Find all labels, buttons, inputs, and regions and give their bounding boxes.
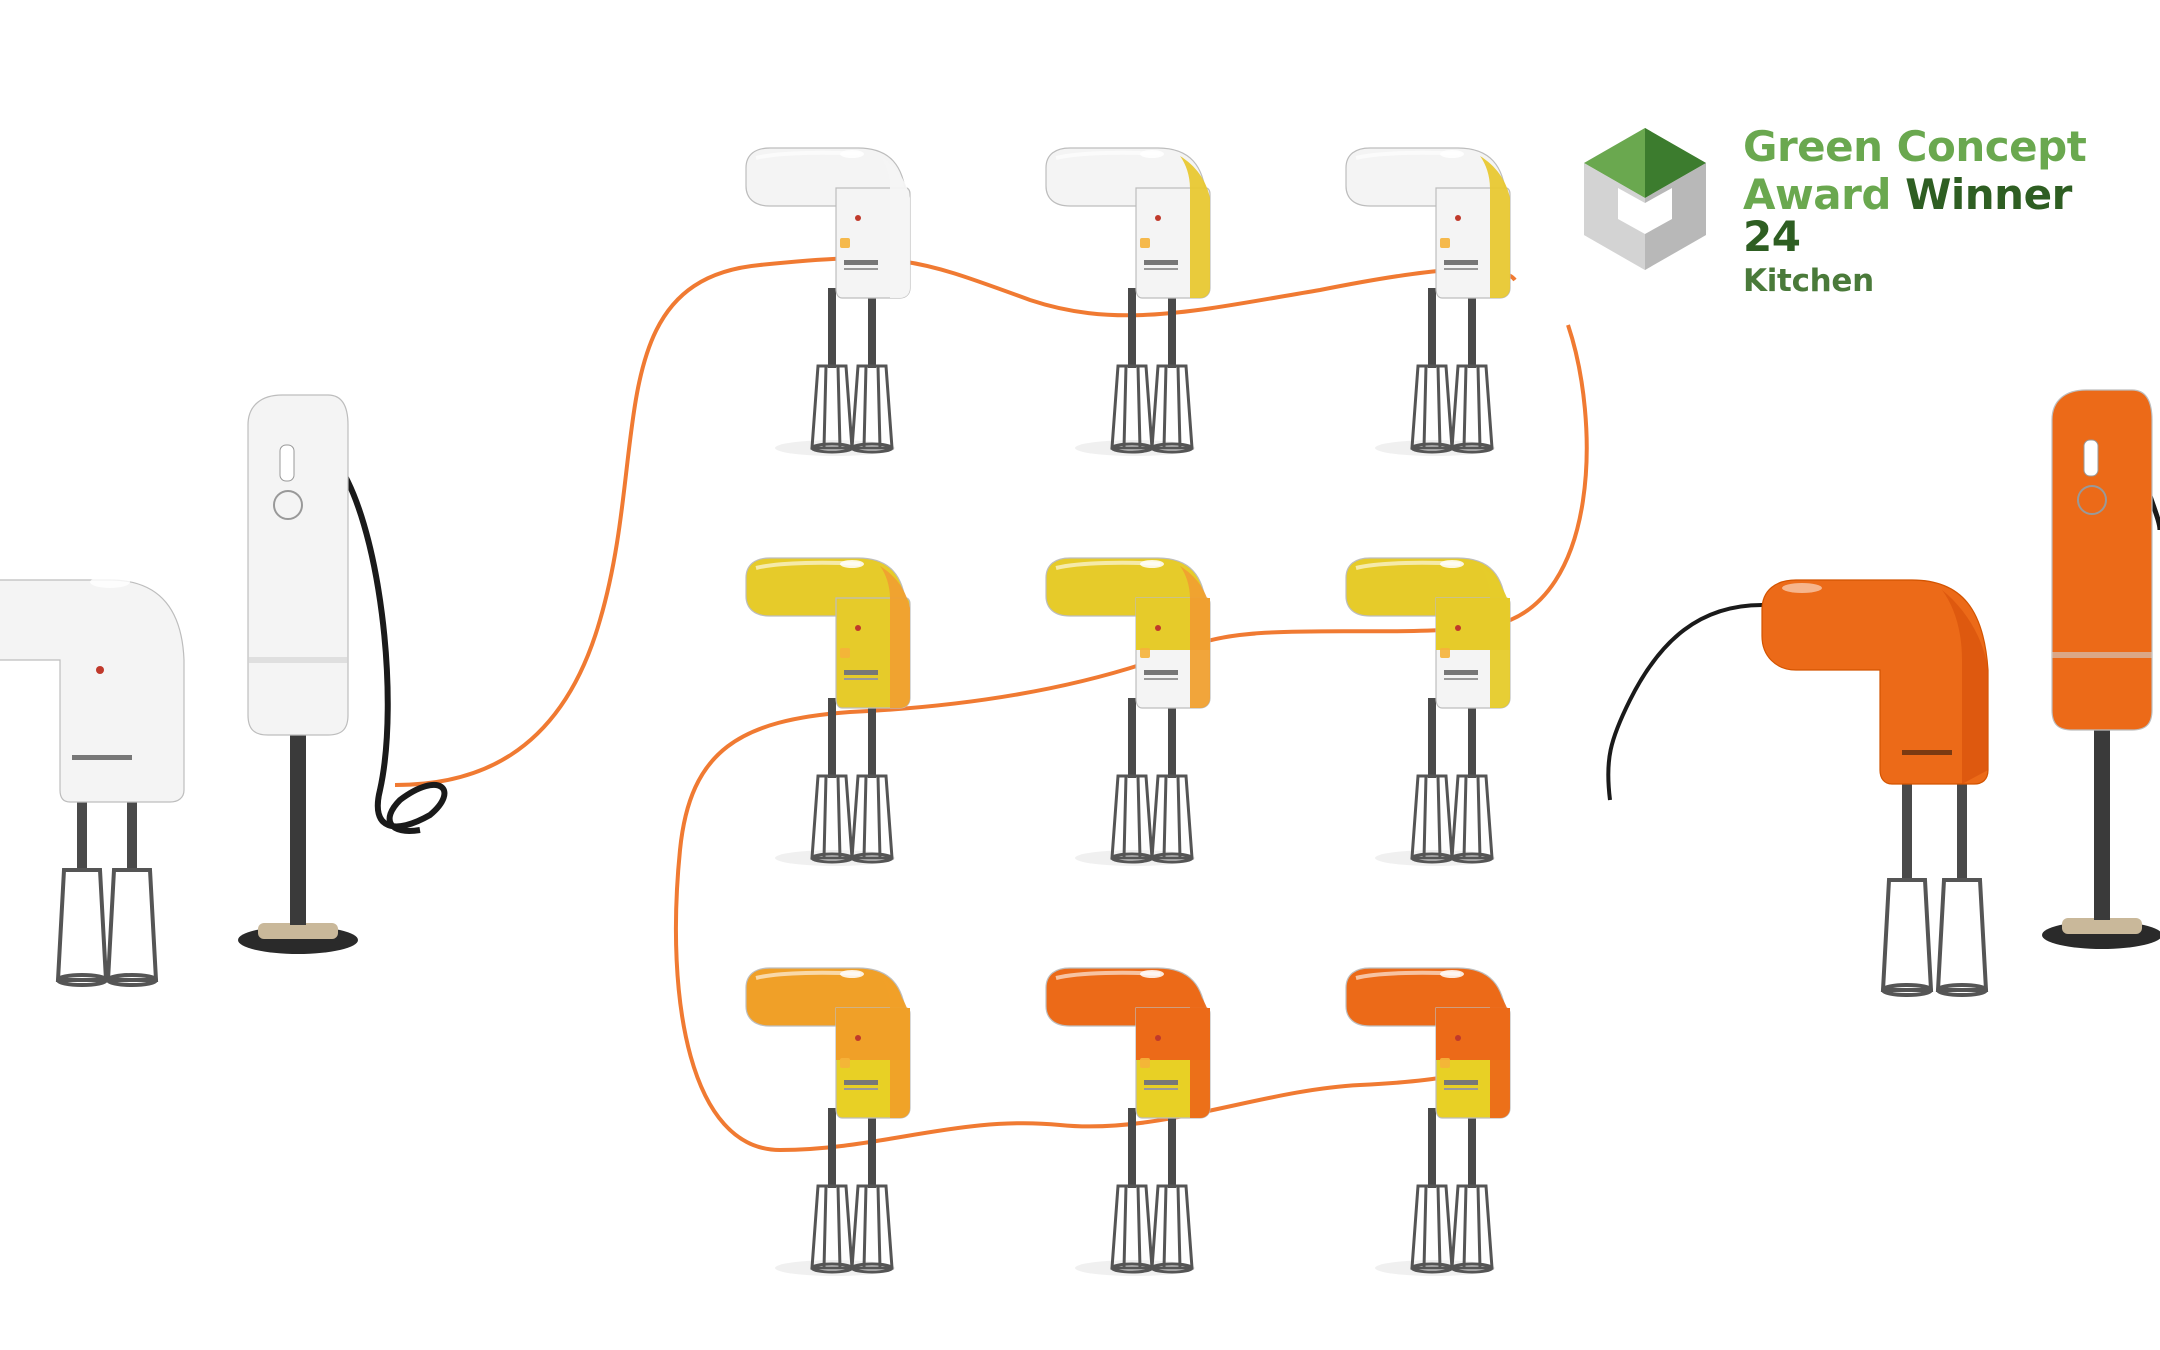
left-stick-blender xyxy=(238,394,358,954)
orange-cable-top xyxy=(394,256,1517,787)
award-category: Kitchen xyxy=(1743,263,1874,299)
mixer-2-1 xyxy=(745,557,911,866)
right-products xyxy=(1761,389,2160,997)
mixer-1-2 xyxy=(1045,147,1211,456)
mixer-2-2 xyxy=(1045,557,1211,866)
left-hand-mixer xyxy=(0,576,185,987)
right-mixer-cord xyxy=(1606,603,1763,801)
award-subtitle: Award Winner 24 xyxy=(1743,170,2072,261)
right-hand-mixer xyxy=(1761,579,1989,997)
mixer-2-3 xyxy=(1345,557,1511,866)
left-products xyxy=(0,394,358,987)
mixer-grid xyxy=(745,147,1511,1276)
right-stick-blender xyxy=(2042,389,2160,949)
award-title: Green Concept xyxy=(1743,122,2087,171)
award-logo-icon xyxy=(1584,128,1706,270)
left-blender-cord xyxy=(332,458,448,834)
mixer-3-3 xyxy=(1345,967,1511,1276)
award-badge: Green Concept Award Winner 24 Kitchen xyxy=(1570,120,2130,297)
mixer-3-1 xyxy=(745,967,911,1276)
mixer-3-2 xyxy=(1045,967,1211,1276)
mixer-1-1 xyxy=(745,147,911,456)
mixer-1-3 xyxy=(1345,147,1511,456)
